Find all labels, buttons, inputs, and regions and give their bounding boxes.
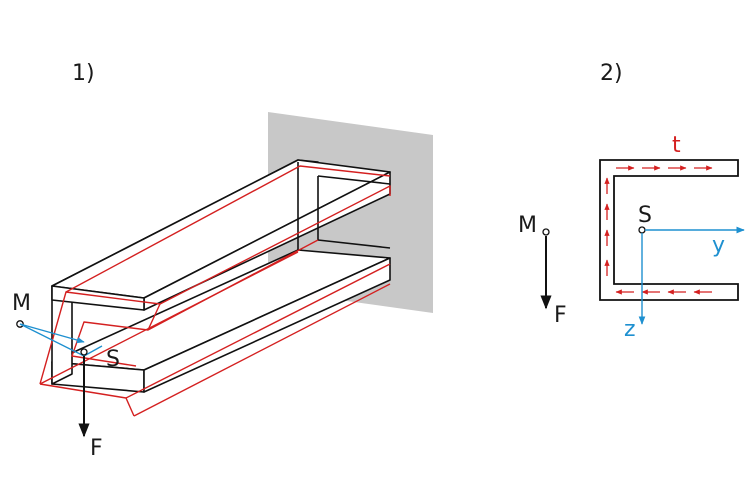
centroid-point-1 — [80, 348, 88, 356]
force-label-2: F — [554, 303, 567, 328]
shear-flow-label: t — [672, 133, 681, 158]
centroid-label-1: S — [106, 347, 120, 372]
figure-1-label: 1) — [72, 61, 95, 86]
channel-section — [599, 159, 739, 301]
shear-flow-arrows — [604, 165, 713, 295]
beam-undeformed — [51, 159, 391, 393]
torsion-line-1 — [83, 345, 103, 357]
y-axis-label: y — [712, 233, 725, 258]
shear-center-label-2: M — [518, 213, 537, 238]
shear-center-point-2 — [542, 228, 550, 236]
centroid-label-2: S — [638, 203, 652, 228]
shear-center-label-1: M — [12, 291, 31, 316]
torsion-arrow-1a — [19, 323, 85, 344]
force-label-1: F — [90, 436, 103, 461]
z-axis-label: z — [624, 317, 636, 342]
figure-2-label: 2) — [600, 61, 623, 86]
torsion-arrow-1b — [19, 323, 85, 357]
